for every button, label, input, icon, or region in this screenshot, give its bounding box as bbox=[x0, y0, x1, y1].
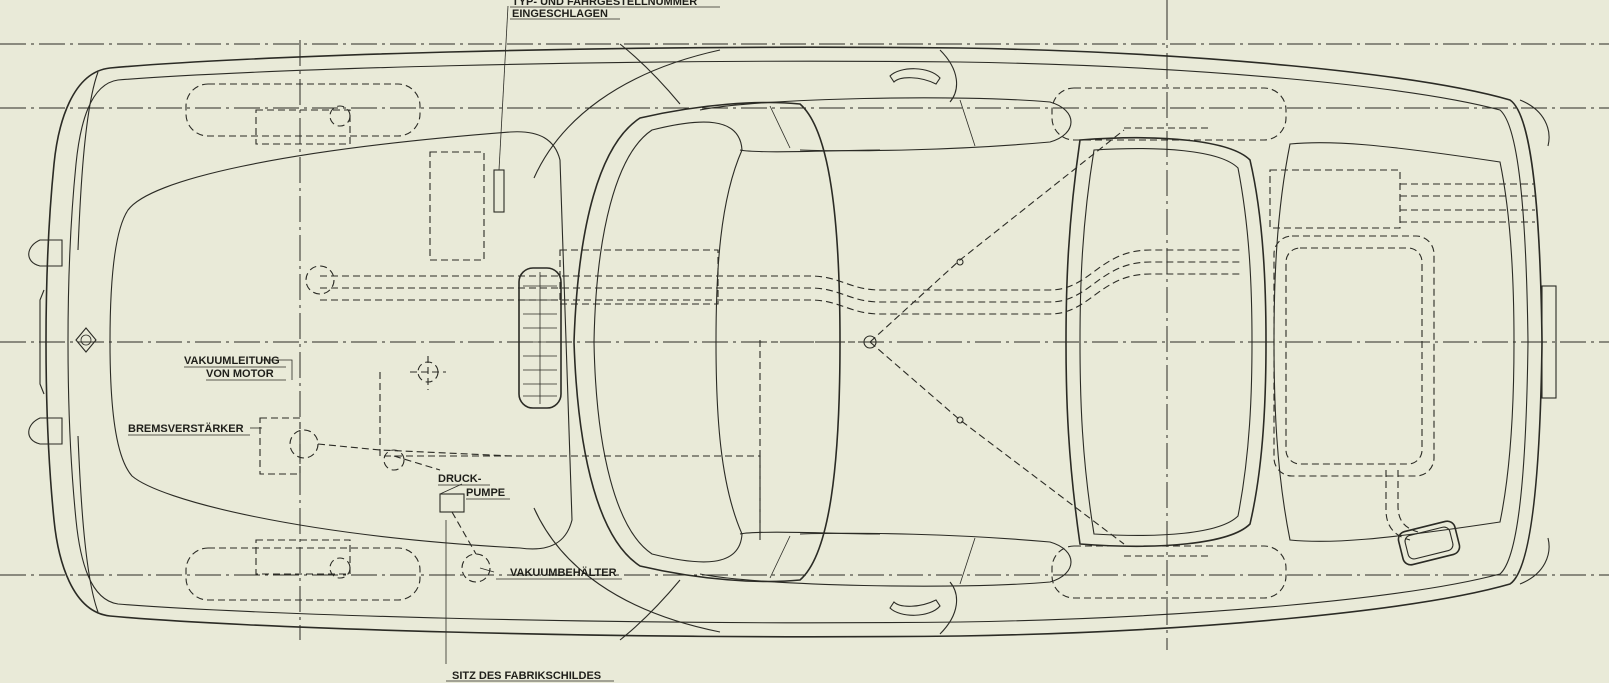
mechanical-components bbox=[255, 105, 1240, 583]
vacuum-line-label-line1: VAKUUMLEITUNG bbox=[184, 355, 280, 367]
cabin bbox=[573, 43, 1267, 641]
leader-lines bbox=[250, 5, 509, 664]
bonnet-panel bbox=[109, 49, 721, 633]
chassis-number-label-line2: EINGESCHLAGEN bbox=[512, 8, 608, 20]
car-body-outline bbox=[28, 46, 1557, 638]
vacuum-tank-label: VAKUUMBEHÄLTER bbox=[510, 566, 617, 579]
brake-booster-label: BREMSVERSTÄRKER bbox=[128, 422, 244, 435]
vacuum-line-label-line2: VON MOTOR bbox=[206, 368, 274, 380]
annotation-labels: TYP- UND FAHRGESTELLNUMMER EINGESCHLAGEN… bbox=[128, 0, 720, 682]
wheels bbox=[185, 83, 1287, 601]
rear-deck bbox=[1269, 142, 1535, 566]
pressure-pump-label-line2: PUMPE bbox=[466, 487, 505, 499]
centerlines bbox=[0, 0, 1609, 650]
chassis-number-label-line1: TYP- UND FAHRGESTELLNUMMER bbox=[512, 0, 697, 8]
factory-plate-label: SITZ DES FABRIKSCHILDES bbox=[452, 670, 601, 682]
pressure-pump-label-line1: DRUCK- bbox=[438, 473, 482, 485]
air-intake-grille bbox=[518, 267, 562, 409]
